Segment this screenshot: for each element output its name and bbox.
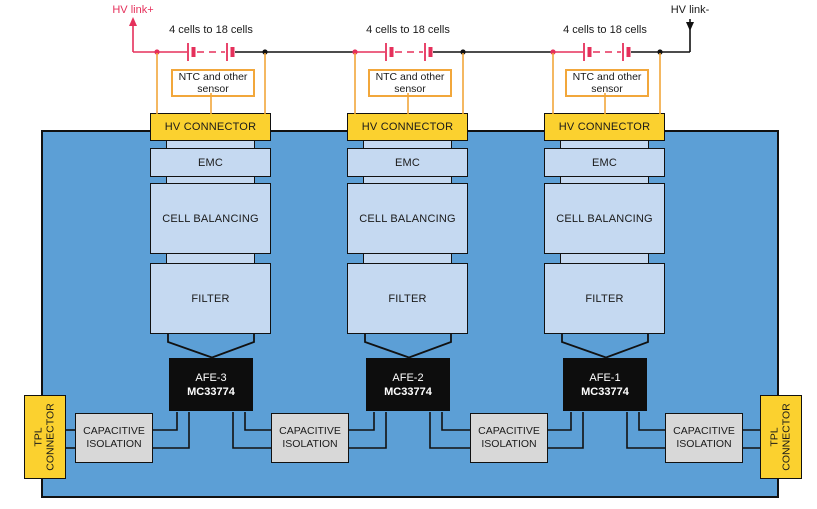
hv-link-negative-label: HV link- — [670, 4, 710, 16]
tpl-label-line1: TPL — [33, 427, 46, 447]
isolation-label-line2: ISOLATION — [86, 438, 142, 450]
tpl-label-line2: CONNECTOR — [45, 403, 58, 471]
emc-box-2: EMC — [347, 148, 468, 177]
tpl-label-line2: CONNECTOR — [781, 403, 794, 471]
ntc-label-line2: sensor — [197, 83, 229, 95]
tpl-connector-left: TPL CONNECTOR — [24, 395, 66, 479]
afe-name: AFE-3 — [195, 371, 227, 384]
bus-tab — [363, 177, 452, 183]
afe-part-number: MC33774 — [581, 385, 629, 398]
battery-cell-icons — [187, 43, 631, 61]
bus-tab — [363, 254, 452, 263]
emc-box-3: EMC — [544, 148, 665, 177]
ntc-label-line2: sensor — [394, 83, 426, 95]
afe-name: AFE-2 — [392, 371, 424, 384]
hv-link-positive-label: HV link+ — [112, 4, 154, 16]
cell-balancing-box-3: CELL BALANCING — [544, 183, 665, 254]
ntc-sensor-box-3: NTC and other sensor — [565, 69, 649, 97]
afe-part-number: MC33774 — [384, 385, 432, 398]
isolation-label-line1: CAPACITIVE — [279, 425, 341, 437]
ntc-label-line1: NTC and other — [178, 71, 248, 83]
bus-tab — [166, 177, 255, 183]
ntc-label-line1: NTC and other — [572, 71, 642, 83]
cell-balancing-box-2: CELL BALANCING — [347, 183, 468, 254]
bus-tab — [166, 141, 255, 148]
hv-connector-1: HV CONNECTOR — [150, 113, 271, 141]
afe-part-number: MC33774 — [187, 385, 235, 398]
cells-label-2: 4 cells to 18 cells — [366, 24, 450, 36]
afe-3-chip: AFE-3 MC33774 — [169, 358, 253, 411]
ntc-label-line1: NTC and other — [375, 71, 445, 83]
ntc-sensor-box-2: NTC and other sensor — [368, 69, 452, 97]
afe-1-chip: AFE-1 MC33774 — [563, 358, 647, 411]
bus-tab — [560, 254, 649, 263]
hv-connector-3: HV CONNECTOR — [544, 113, 665, 141]
afe-name: AFE-1 — [589, 371, 621, 384]
capacitive-isolation-box-2: CAPACITIVE ISOLATION — [271, 413, 349, 463]
tpl-label-line1: TPL — [769, 427, 782, 447]
cells-label-3: 4 cells to 18 cells — [563, 24, 647, 36]
filter-box-3: FILTER — [544, 263, 665, 334]
ntc-sensor-box-1: NTC and other sensor — [171, 69, 255, 97]
tpl-connector-right: TPL CONNECTOR — [760, 395, 802, 479]
bus-tab — [560, 141, 649, 148]
afe-2-chip: AFE-2 MC33774 — [366, 358, 450, 411]
isolation-label-line1: CAPACITIVE — [83, 425, 145, 437]
isolation-label-line1: CAPACITIVE — [478, 425, 540, 437]
capacitive-isolation-box-3: CAPACITIVE ISOLATION — [470, 413, 548, 463]
bus-tab — [363, 141, 452, 148]
isolation-label-line2: ISOLATION — [481, 438, 537, 450]
isolation-label-line2: ISOLATION — [282, 438, 338, 450]
bus-junction-dots — [154, 49, 663, 55]
bus-tab — [166, 254, 255, 263]
bus-tab — [560, 177, 649, 183]
hv-connector-2: HV CONNECTOR — [347, 113, 468, 141]
cell-balancing-box-1: CELL BALANCING — [150, 183, 271, 254]
capacitive-isolation-box-4: CAPACITIVE ISOLATION — [665, 413, 743, 463]
capacitive-isolation-box-1: CAPACITIVE ISOLATION — [75, 413, 153, 463]
cells-label-1: 4 cells to 18 cells — [169, 24, 253, 36]
isolation-label-line1: CAPACITIVE — [673, 425, 735, 437]
filter-box-1: FILTER — [150, 263, 271, 334]
filter-box-2: FILTER — [347, 263, 468, 334]
emc-box-1: EMC — [150, 148, 271, 177]
hv-link-negative-arrow — [686, 19, 694, 52]
ntc-label-line2: sensor — [591, 83, 623, 95]
isolation-label-line2: ISOLATION — [676, 438, 732, 450]
